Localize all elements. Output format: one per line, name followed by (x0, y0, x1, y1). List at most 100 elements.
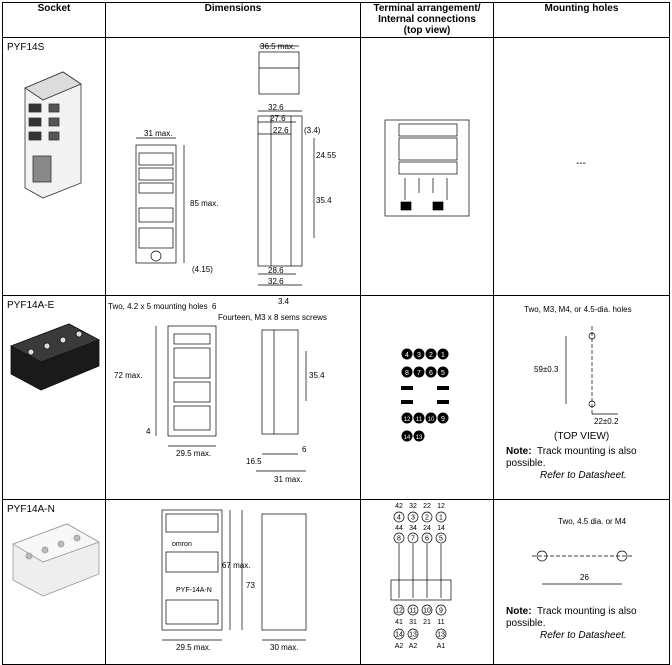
socket-cell-pyf14a-n: PYF14A-N (2, 499, 106, 665)
terminal-coil-box (390, 579, 452, 601)
dims-drawing-pyf14a-n: omron PYF-14A-N 67 max. 73 29.5 max. 30 … (161, 509, 307, 652)
terminal-pin-label: 11 (416, 417, 423, 423)
socket-image-pyf14a-e (10, 323, 100, 391)
terminal-pin-label: 5 (441, 370, 445, 377)
terminal-number-top: 42 (395, 503, 403, 510)
terminal-pin (413, 366, 425, 378)
terminal-pin (437, 366, 449, 378)
terminal-pin-label: 2 (429, 352, 433, 359)
dim-31: 31 max. (144, 129, 172, 138)
dim-85: 85 max. (190, 199, 218, 208)
terminal-number-bottom: 21 (423, 619, 431, 626)
terminal-pin-mid-label: 6 (425, 536, 429, 543)
terminal-pin-mid (407, 532, 419, 544)
terminal-bar (401, 400, 413, 404)
terminal-pin-bottom (407, 628, 419, 640)
terminal-pin-low (393, 604, 405, 616)
socket-name: PYF14A-E (7, 300, 55, 311)
terminal-pin-top (393, 511, 405, 523)
terminal-number-mid: 44 (395, 525, 403, 532)
terminal-pin-mid (421, 532, 433, 544)
dim-67: 67 max. (222, 561, 250, 570)
row-pyf14a-n: PYF14A-N (2, 499, 670, 665)
terminal-pin (425, 412, 437, 424)
dim-27-6: 27.6 (270, 114, 286, 123)
terminal-pin-bottom-label: 14 (395, 632, 403, 639)
terminal-pin-top-label: 1 (439, 515, 443, 522)
terminal-pin-top (435, 511, 447, 523)
terminal-pin-bottom-extra-label: 13 (437, 632, 445, 639)
terminal-number-mid: 24 (423, 525, 431, 532)
terminal-pin-bottom-label: 13 (409, 632, 417, 639)
terminal-pin-low-label: 10 (423, 608, 431, 615)
holes-drawing-pyf14a-n: Two, 4.5 dia. or M4 26 (532, 517, 632, 585)
dim-16-5: 16.5 (246, 457, 262, 466)
terminal-bar (401, 386, 413, 390)
dims-cell-pyf14s: 36.5 max. 31 max. 32.6 27.6 22.6 (3.4) 2… (105, 37, 361, 296)
terminal-pin-low-label: 9 (439, 608, 443, 615)
dim-36-5: 36.5 max. (260, 42, 295, 51)
terminal-pin-label: 7 (417, 370, 421, 377)
terminal-pin-low-label: 12 (395, 608, 403, 615)
socket-image-pyf14a-n (12, 523, 100, 597)
dim-31: 31 max. (274, 475, 302, 484)
dim-26: 26 (580, 573, 589, 582)
terminal-pin (401, 412, 413, 424)
terminal-pin-label: 8 (405, 370, 409, 377)
dim-22: 22±0.2 (594, 417, 619, 426)
holes-title: Two, M3, M4, or 4.5-dia. holes (524, 305, 632, 314)
dims-drawing-pyf14a-e: Two, 4.2 x 5 mounting holes 6 Fourteen, … (108, 297, 327, 484)
dim-29-5: 29.5 max. (176, 449, 211, 458)
socket-name: PYF14A-N (7, 504, 55, 515)
dim-35-4: 35.4 (316, 196, 332, 205)
dim-32-6b: 32.6 (268, 277, 284, 286)
dims-cell-pyf14a-e: Two, 4.2 x 5 mounting holes 6 Fourteen, … (105, 295, 361, 500)
terminal-bar (437, 386, 449, 390)
dim-3-4: 3.4 (278, 297, 290, 306)
terminal-pin-low-label: 11 (409, 608, 416, 615)
terminal-pin-label: 14 (404, 435, 411, 441)
header-holes: Mounting holes (493, 2, 670, 38)
terminal-number-mid: 14 (437, 525, 445, 532)
terminal-pin-top-label: 4 (397, 515, 401, 522)
dim-28-6: 28.6 (268, 266, 284, 275)
holes-note: Note: Track mounting is also possible. R… (506, 606, 637, 641)
holes-cell-pyf14a-e: Two, M3, M4, or 4.5-dia. holes 59±0.3 22… (493, 295, 670, 500)
terminal-pin-mid-label: 8 (397, 536, 401, 543)
dim-6b: 6 (302, 445, 307, 454)
terminal-pin-label: 4 (405, 352, 409, 359)
dim-72: 72 max. (114, 371, 142, 380)
terminal-cell-pyf14s (360, 37, 494, 296)
header-dimensions: Dimensions (105, 2, 361, 38)
terminal-pin-label: 13 (416, 435, 423, 441)
dim-6: 6 (212, 302, 217, 311)
socket-cell-pyf14a-e: PYF14A-E (2, 295, 106, 500)
terminal-pin (413, 412, 425, 424)
terminal-number-bottom: 11 (437, 619, 444, 626)
row-pyf14s: PYF14S (2, 37, 670, 296)
terminal-pin-bottom-extra (435, 628, 447, 640)
header-socket: Socket (2, 2, 106, 38)
brand-omron: omron (172, 541, 192, 548)
terminal-pin-top-label: 2 (425, 515, 429, 522)
holes-topview: (TOP VIEW) (554, 431, 610, 442)
dim-29-5: 29.5 max. (176, 643, 211, 652)
terminal-pin (413, 430, 425, 442)
terminal-pin-mid-label: 7 (411, 536, 415, 543)
terminal-bar (437, 400, 449, 404)
dim-35-4: 35.4 (309, 371, 325, 380)
terminal-pin-label: 3 (417, 352, 421, 359)
terminal-pin (425, 366, 437, 378)
holes-cell-pyf14a-n: Two, 4.5 dia. or M4 26 Note: Track mount… (493, 499, 670, 665)
terminal-pin (437, 348, 449, 360)
terminal-number-top: 32 (409, 503, 417, 510)
dim-4-15: (4.15) (192, 265, 213, 274)
terminal-pin-low (421, 604, 433, 616)
dim-32-6: 32.6 (268, 103, 284, 112)
socket-name: PYF14S (7, 42, 45, 53)
